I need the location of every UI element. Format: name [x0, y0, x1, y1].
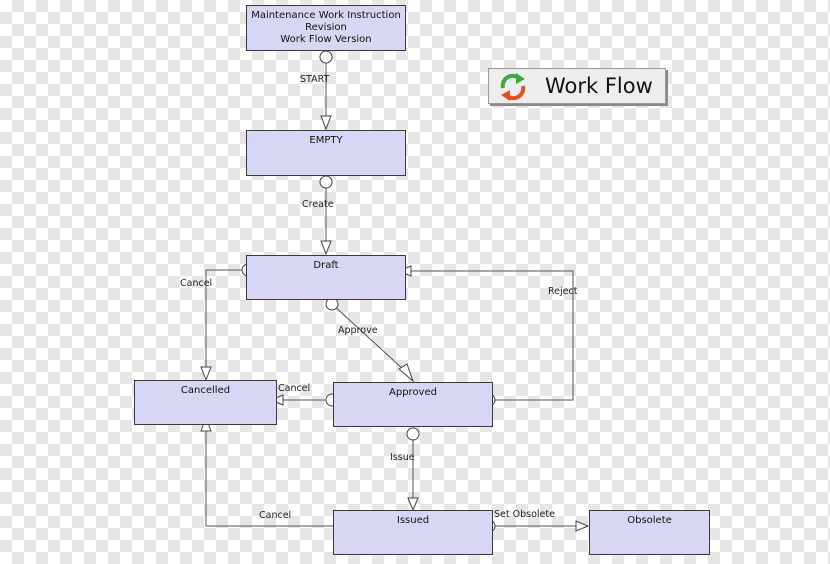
- arrowhead-obsolete: [575, 520, 590, 532]
- arrowhead-draft: [320, 240, 332, 256]
- arrowhead-cancelled-from-approved: [269, 394, 284, 406]
- port-root-start: [319, 50, 333, 64]
- node-obsolete-label: Obsolete: [627, 515, 672, 526]
- edge-approve: [331, 303, 405, 371]
- refresh-arrows-icon: [497, 72, 529, 106]
- arrowhead-cancelled-from-draft: [200, 366, 212, 382]
- root-line-2: Revision: [305, 22, 347, 33]
- node-approved-label: Approved: [389, 387, 437, 398]
- edge-label-issue: Issue: [390, 452, 415, 463]
- edge-label-set-obsolete: Set Obsolete: [494, 509, 555, 520]
- edge-label-approve: Approve: [338, 325, 378, 336]
- edge-label-cancel-draft: Cancel: [180, 278, 213, 289]
- node-issued-label: Issued: [396, 515, 430, 526]
- edge-label-create: Create: [302, 199, 334, 210]
- arrowhead-empty: [320, 115, 332, 131]
- edge-cancel-issued: [205, 431, 340, 527]
- edge-label-start: START: [300, 74, 330, 85]
- port-empty-create: [319, 175, 333, 189]
- edge-cancel-draft: [205, 269, 248, 367]
- node-root[interactable]: Maintenance Work Instruction Revision Wo…: [246, 5, 406, 51]
- arrowhead-issued: [407, 497, 419, 512]
- workflow-badge: Work Flow: [488, 68, 666, 104]
- port-approved-issue: [406, 427, 420, 441]
- node-cancelled[interactable]: Cancelled: [134, 380, 277, 425]
- node-empty[interactable]: EMPTY: [246, 130, 406, 176]
- edge-label-cancel-approved: Cancel: [278, 383, 311, 394]
- edge-reject: [411, 270, 574, 401]
- node-draft[interactable]: Draft: [246, 255, 406, 300]
- node-empty-label: EMPTY: [309, 135, 343, 146]
- arrowhead-approved: [398, 363, 415, 383]
- node-cancelled-label: Cancelled: [180, 385, 231, 396]
- node-draft-label: Draft: [313, 260, 339, 271]
- edge-label-cancel-issued: Cancel: [259, 510, 292, 521]
- root-line-3: Work Flow Version: [280, 34, 372, 45]
- badge-title: Work Flow: [545, 74, 653, 98]
- node-issued[interactable]: Issued: [333, 510, 493, 555]
- edge-label-reject: Reject: [548, 286, 578, 297]
- root-line-1: Maintenance Work Instruction: [251, 10, 401, 21]
- node-obsolete[interactable]: Obsolete: [589, 510, 710, 555]
- node-approved[interactable]: Approved: [333, 382, 493, 427]
